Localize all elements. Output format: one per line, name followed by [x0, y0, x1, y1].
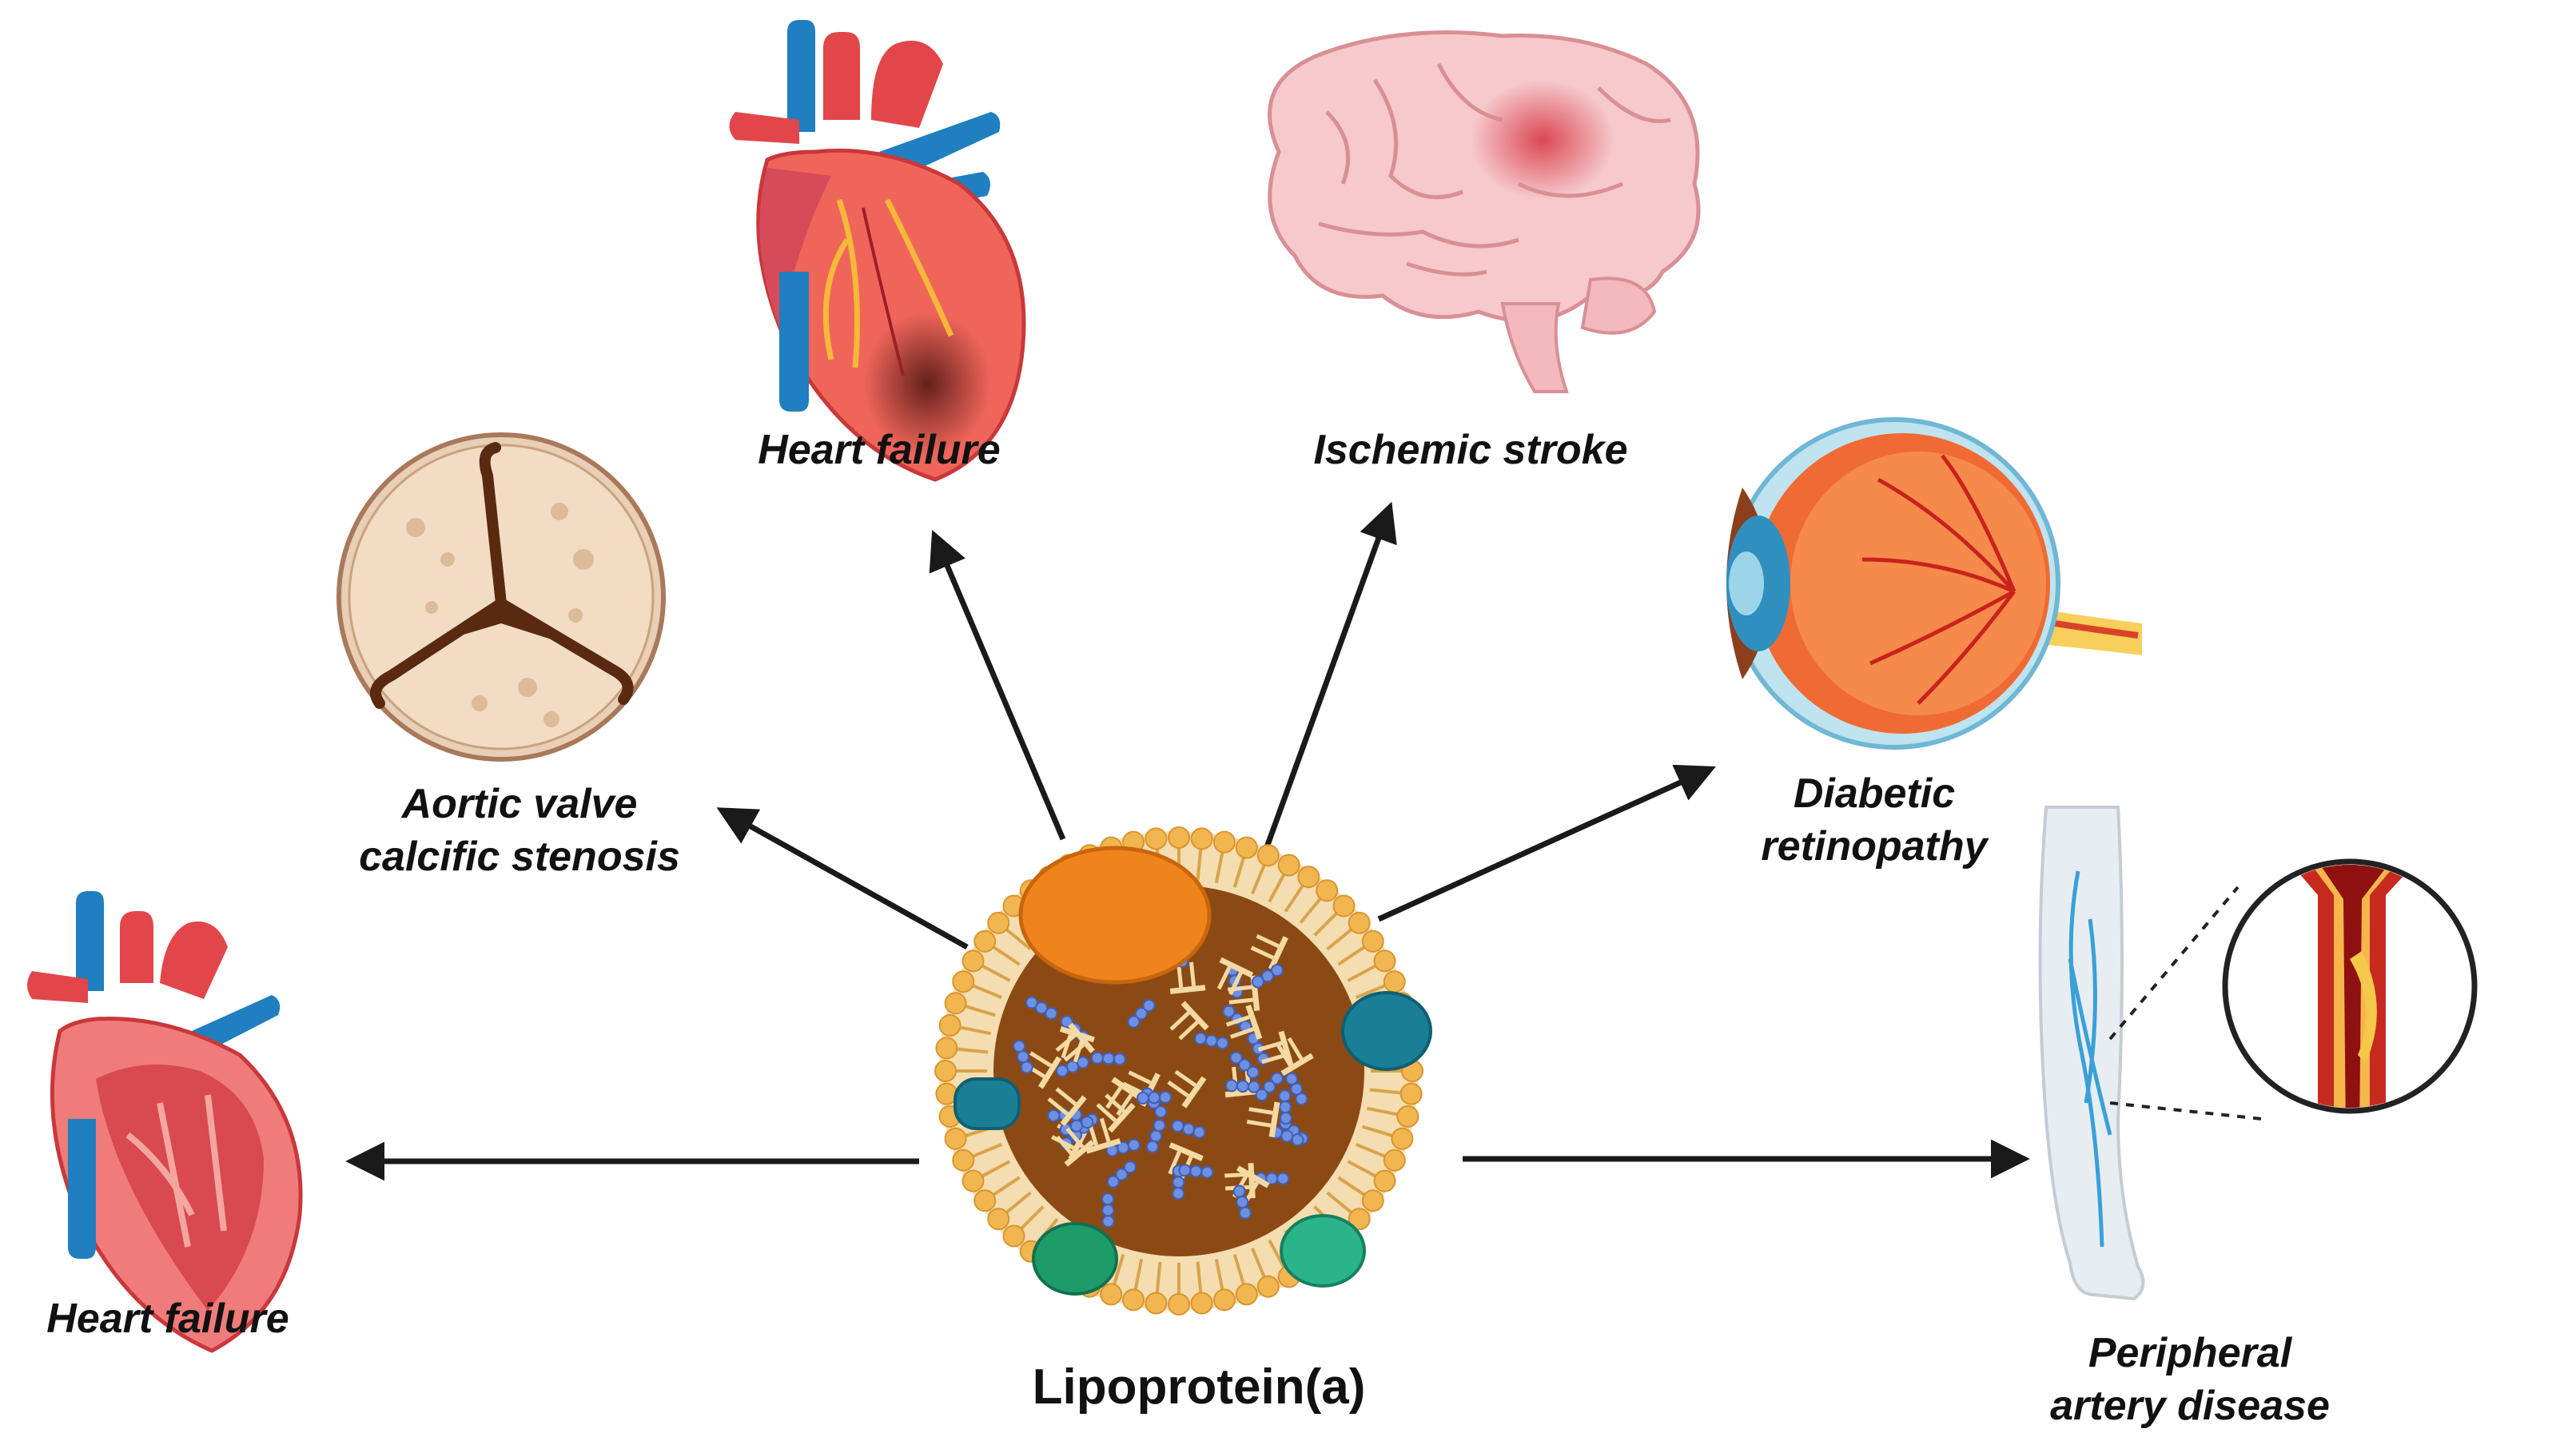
- protein-teal-right-icon: [1341, 991, 1432, 1071]
- heart-top-icon: [729, 20, 1026, 482]
- leg-artery-icon: [2038, 806, 2478, 1301]
- arrows: [345, 501, 2030, 1181]
- eye-icon: [1726, 417, 2142, 750]
- outcome-line: calcific stenosis: [359, 834, 680, 880]
- protein-teal-left-icon: [954, 1077, 1021, 1130]
- outcome-label-heart-failure-top: Heart failure: [727, 424, 1031, 476]
- outcome-line: artery disease: [2050, 1383, 2330, 1429]
- outcome-label-peripheral-artery: Peripheral artery disease: [2014, 1327, 2366, 1432]
- outcome-line: Aortic valve: [401, 781, 638, 827]
- outcome-line: Ischemic stroke: [1313, 427, 1628, 473]
- arrow-to-aortic-valve: [716, 807, 969, 950]
- lipoprotein-particle-icon: [934, 826, 1432, 1316]
- protein-green-left-icon: [1032, 1222, 1118, 1296]
- outcome-label-heart-failure-left: Heart failure: [16, 1292, 320, 1345]
- outcome-label-ischemic-stroke: Ischemic stroke: [1279, 424, 1662, 476]
- outcome-line: Peripheral: [2088, 1330, 2292, 1376]
- outcome-line: retinopathy: [1761, 823, 1988, 870]
- apolipoprotein-a-icon: [1018, 846, 1212, 985]
- center-label-lipoprotein: Lipoprotein(a): [1032, 1359, 1366, 1415]
- arrow-to-ischemic-stroke: [1264, 501, 1397, 849]
- protein-green-right-icon: [1280, 1214, 1366, 1288]
- brain-icon: [1268, 30, 1701, 393]
- arrow-to-heart-failure-top: [929, 529, 1066, 841]
- heart-left-icon: [27, 891, 303, 1353]
- outcome-line: Diabetic: [1793, 770, 1956, 817]
- outcome-line: Heart failure: [758, 427, 1001, 473]
- arrow-to-diabetic-retinopathy: [1377, 764, 1716, 922]
- outcome-label-aortic-valve: Aortic valve calcific stenosis: [336, 778, 703, 883]
- outcome-label-diabetic-retinopathy: Diabetic retinopathy: [1726, 767, 2022, 873]
- aortic-valve-icon: [336, 432, 666, 762]
- outcome-line: Heart failure: [46, 1296, 289, 1342]
